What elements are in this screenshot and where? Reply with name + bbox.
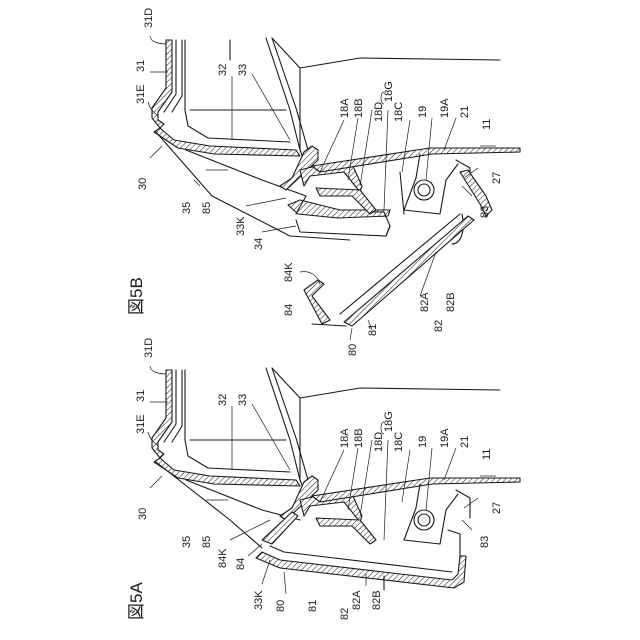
label-32: 32: [217, 64, 229, 76]
hinge-bracket-18: [300, 494, 376, 544]
label-18A: 18A: [339, 98, 351, 118]
label-18C: 18C: [393, 102, 405, 122]
label-31D: 31D: [143, 338, 155, 358]
label-19: 19: [417, 436, 429, 448]
label-83: 83: [479, 536, 491, 548]
label-81: 81: [307, 600, 319, 612]
label-85: 85: [201, 202, 213, 214]
label-18G: 18G: [383, 411, 395, 432]
figure-title: 図5B: [127, 277, 146, 315]
label-19A: 19A: [439, 428, 451, 448]
label-83: 83: [479, 206, 491, 218]
label-31D: 31D: [143, 8, 155, 28]
label-82B: 82B: [445, 292, 457, 312]
label-81: 81: [367, 324, 379, 336]
label-31: 31: [135, 390, 147, 402]
label-18B: 18B: [353, 428, 365, 448]
label-34: 34: [253, 238, 265, 250]
label-18C: 18C: [393, 432, 405, 452]
label-19: 19: [417, 106, 429, 118]
label-80: 80: [347, 344, 359, 356]
figure-title: 図5A: [127, 582, 146, 620]
label-18G: 18G: [383, 81, 395, 102]
label-19A: 19A: [439, 98, 451, 118]
figure-5a: 図5A: [127, 338, 520, 620]
label-21: 21: [459, 106, 471, 118]
label-18A: 18A: [339, 428, 351, 448]
label-82B: 82B: [371, 590, 383, 610]
label-33K: 33K: [235, 216, 247, 236]
label-32: 32: [217, 394, 229, 406]
label-27: 27: [491, 502, 503, 514]
label-11: 11: [481, 449, 493, 460]
label-30: 30: [137, 178, 149, 190]
label-35: 35: [181, 202, 193, 214]
label-21: 21: [459, 436, 471, 448]
label-27: 27: [491, 172, 503, 184]
label-18D: 18D: [373, 432, 385, 452]
label-84: 84: [283, 304, 295, 316]
label-82A: 82A: [351, 590, 363, 610]
label-31E: 31E: [135, 84, 147, 104]
label-33K: 33K: [253, 590, 265, 610]
label-35: 35: [181, 536, 193, 548]
label-31E: 31E: [135, 414, 147, 434]
label-33: 33: [237, 64, 249, 76]
label-80: 80: [275, 600, 287, 612]
label-30: 30: [137, 508, 149, 520]
label-18D: 18D: [373, 102, 385, 122]
label-82: 82: [433, 320, 445, 332]
label-31: 31: [135, 60, 147, 72]
label-18B: 18B: [353, 98, 365, 118]
label-84: 84: [235, 558, 247, 570]
label-33: 33: [237, 394, 249, 406]
label-85: 85: [201, 536, 213, 548]
label-82: 82: [339, 608, 351, 620]
label-84K: 84K: [217, 548, 229, 568]
label-82A: 82A: [419, 292, 431, 312]
hinge-bracket-18: [300, 164, 390, 236]
label-11: 11: [481, 119, 493, 130]
labels-5b: 31D 31 31E 30 32 33 35 85 33K 34 84K 84 …: [135, 8, 503, 356]
figure-5b: 図5B: [127, 8, 520, 356]
label-84K: 84K: [283, 262, 295, 282]
